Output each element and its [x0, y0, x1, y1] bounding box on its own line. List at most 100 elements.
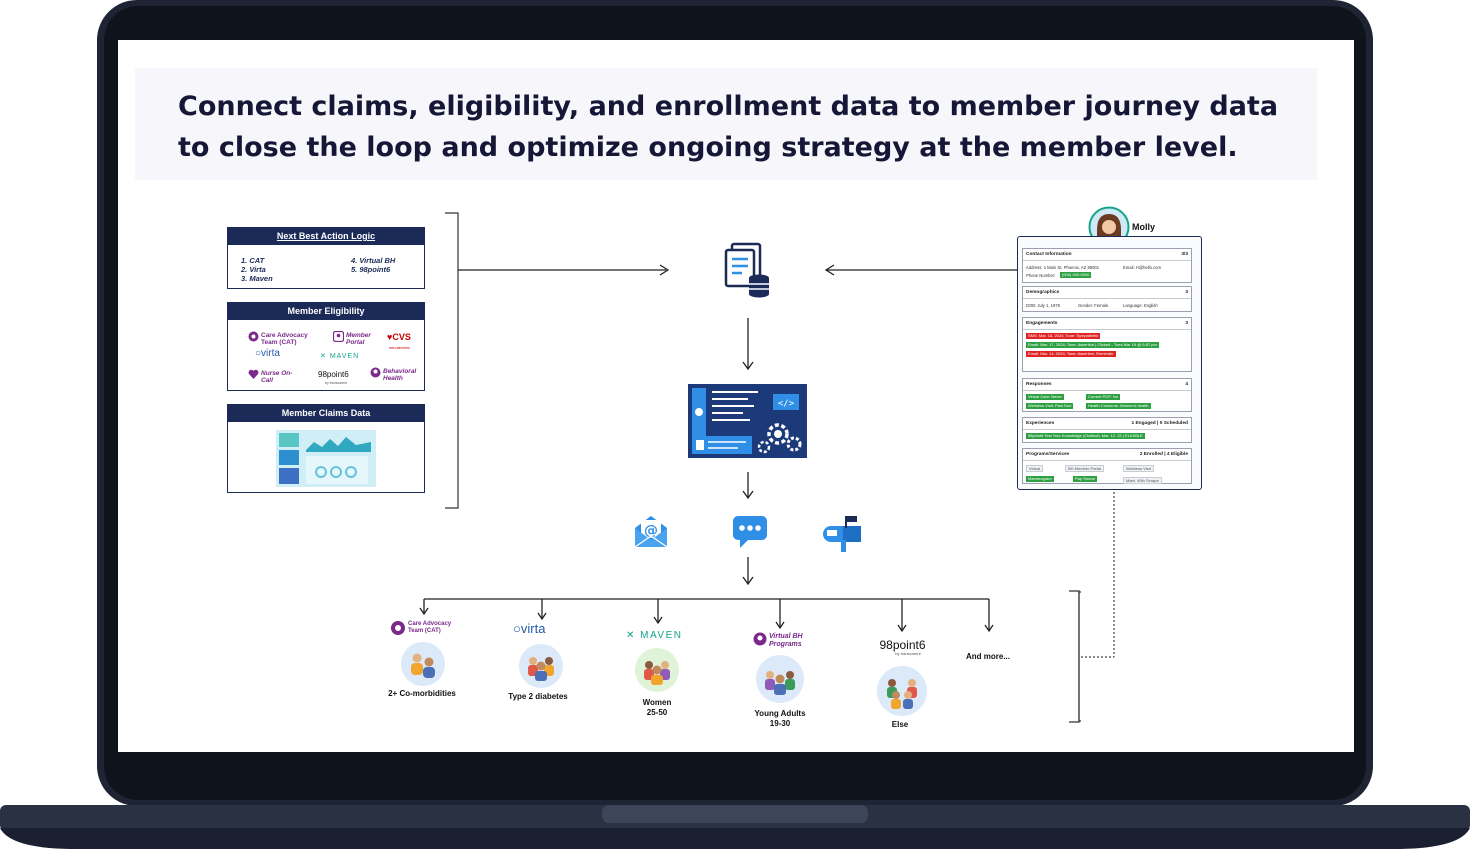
segment-98point6-sub: by transcarent [895, 651, 921, 656]
profile-responses-section: Responses 4 Virtual Care: Never Current P… [1022, 378, 1192, 412]
segment-bh-logo: Virtual BH Programs [769, 633, 803, 648]
programs-title: Programs/Services [1026, 452, 1070, 457]
member-portal-logo-text: Member Portal [346, 332, 371, 346]
responses-count: 4 [1185, 382, 1188, 387]
next-best-action-title: Next Best Action Logic [228, 228, 424, 245]
demographics-count: 3 [1185, 290, 1188, 295]
responses-title: Responses [1026, 382, 1052, 387]
sms-chat-icon [733, 516, 767, 548]
engagements-count: 3 [1185, 321, 1188, 326]
demographics-title: Demographics [1026, 290, 1060, 295]
segment-maven-label: Women 25-50 [642, 698, 672, 717]
nurse-on-call-icon [248, 369, 259, 379]
demographics-gender: Gender: Female [1078, 303, 1109, 308]
programs-count: 2 Enrolled | 4 Eligible [1139, 452, 1188, 457]
response-item-3: Wellness Visit: Past Due [1026, 403, 1074, 409]
engagement-item-3: Email: Mar. 14, 2024; Tone: Assertive, R… [1026, 351, 1116, 357]
contact-address: Address: 1 Main St, Phoenix, AZ 85001 [1026, 265, 1100, 270]
member-claims-title: Member Claims Data [228, 405, 424, 422]
segment-bh-people-icon [756, 655, 804, 703]
right-bracket [1069, 590, 1080, 723]
member-eligibility-title: Member Eligibility [228, 303, 424, 320]
segment-bh-logo-icon [753, 632, 767, 646]
member-eligibility-card: Member Eligibility Care Advocacy Team (C… [227, 302, 425, 391]
arrow-down-2 [742, 472, 754, 500]
arrow-left-to-data [458, 264, 670, 276]
experiences-count: 1 Engaged | 0 Scheduled [1131, 421, 1188, 426]
left-bracket [445, 212, 459, 509]
engagements-title: Engagements [1026, 321, 1058, 326]
svg-text:</>: </> [778, 399, 795, 409]
nba-item-5: 5. 98point6 [351, 265, 391, 274]
segment-else-label: Else [891, 720, 909, 729]
98point6-sub: by transcarent [325, 381, 348, 385]
arrow-right-to-data [824, 264, 1018, 276]
processing-engine-icon: </> [688, 384, 807, 458]
engagement-item-1: SMS: Mar. 18, 2024; Tone: Sympathetic [1026, 333, 1101, 339]
contact-email: Email: H@hello.com [1123, 265, 1161, 270]
care-advocacy-icon [248, 331, 259, 342]
segment-and-more-label: And more... [965, 652, 1010, 661]
profile-demographics-section: Demographics 3 DOB: July 1, 1979 Gender: … [1022, 286, 1192, 312]
segment-virta-logo: ○virta [513, 621, 546, 636]
demographics-language: Language: English [1123, 303, 1158, 308]
engagement-item-2: Email: Mar. 17, 2024; Tone: Assertive | … [1026, 342, 1159, 348]
response-item-4: Health Concerns: Women's health [1086, 403, 1151, 409]
program-item-1: Virtual [1026, 465, 1044, 472]
member-claims-card: Member Claims Data [227, 404, 425, 493]
behavioral-health-icon [370, 367, 381, 378]
claims-dashboard-image [276, 430, 376, 487]
segment-cat-logo-icon [391, 621, 405, 635]
nba-item-2: 2. Virta [241, 265, 266, 274]
cvs-logo: ♥CVS [387, 332, 411, 342]
segment-virta-people-icon [519, 644, 563, 688]
response-item-2: Current PCP: No [1086, 394, 1121, 400]
segment-cat-label: 2+ Co-morbidities [388, 689, 456, 698]
member-portal-icon [333, 331, 344, 342]
laptop-screen: Connect claims, eligibility, and enrollm… [118, 40, 1354, 752]
arrow-down-3 [742, 557, 754, 586]
response-item-1: Virtual Care: Never [1026, 394, 1064, 400]
segment-98point6-logo: 98point6 [879, 638, 926, 652]
nurse-logo-text: Nurse On-Call [261, 370, 293, 384]
profile-programs-section: Programs/Services 2 Enrolled | 4 Eligible… [1022, 448, 1192, 484]
program-item-4: Mammogram [1026, 476, 1054, 482]
document-database-icon [724, 242, 769, 298]
arrow-down-1 [742, 318, 754, 371]
behavioral-health-logo-text: Behavioral Health [383, 368, 417, 382]
nba-item-3: 3. Maven [241, 274, 273, 283]
segment-maven-logo: ✕ MAVEN [626, 630, 683, 641]
cat-logo-text: Care Advocacy Team (CAT) [261, 332, 308, 346]
headline-banner: Connect claims, eligibility, and enrollm… [135, 68, 1317, 180]
98point6-logo: 98point6 [318, 370, 349, 379]
email-icon: @ [634, 516, 668, 548]
segment-maven-people-icon [635, 648, 679, 692]
program-item-2: BH Member Portal [1065, 465, 1104, 472]
headline-text: Connect claims, eligibility, and enrollm… [178, 91, 1279, 163]
next-best-action-card: Next Best Action Logic 1. CAT 2. Virta 3… [227, 227, 425, 289]
contact-count: 3/3 [1181, 252, 1188, 257]
nba-item-1: 1. CAT [241, 256, 265, 265]
svg-text:@: @ [644, 523, 658, 539]
program-item-3: Wellness Visit [1123, 465, 1154, 472]
segment-tree-lines [419, 598, 994, 633]
maven-logo: ✕ MAVEN [320, 353, 360, 360]
experiences-title: Experiences [1026, 421, 1055, 426]
program-item-5: Pap Smear [1073, 476, 1098, 482]
virta-logo: ○virta [255, 348, 280, 359]
demographics-dob: DOB: July 1, 1979 [1026, 303, 1060, 308]
profile-engagements-section: Engagements 3 SMS: Mar. 18, 2024; Tone: S… [1022, 317, 1192, 372]
contact-phone-label: Phone Number: [1026, 273, 1056, 278]
nba-item-4: 4. Virtual BH [351, 256, 396, 265]
direct-mail-icon [823, 516, 861, 552]
segment-cat-people-icon [401, 642, 445, 686]
segment-cat-logo: Care Advocacy Team (CAT) [408, 621, 452, 634]
segment-virta-label: Type 2 diabetes [508, 692, 568, 701]
segment-bh-label: Young Adults 19-30 [754, 709, 806, 728]
right-bracket-connector [1078, 488, 1115, 722]
contact-phone: (000) 000-0000 [1060, 272, 1092, 278]
program-item-6: Mam. 40th Scrape [1123, 477, 1162, 484]
